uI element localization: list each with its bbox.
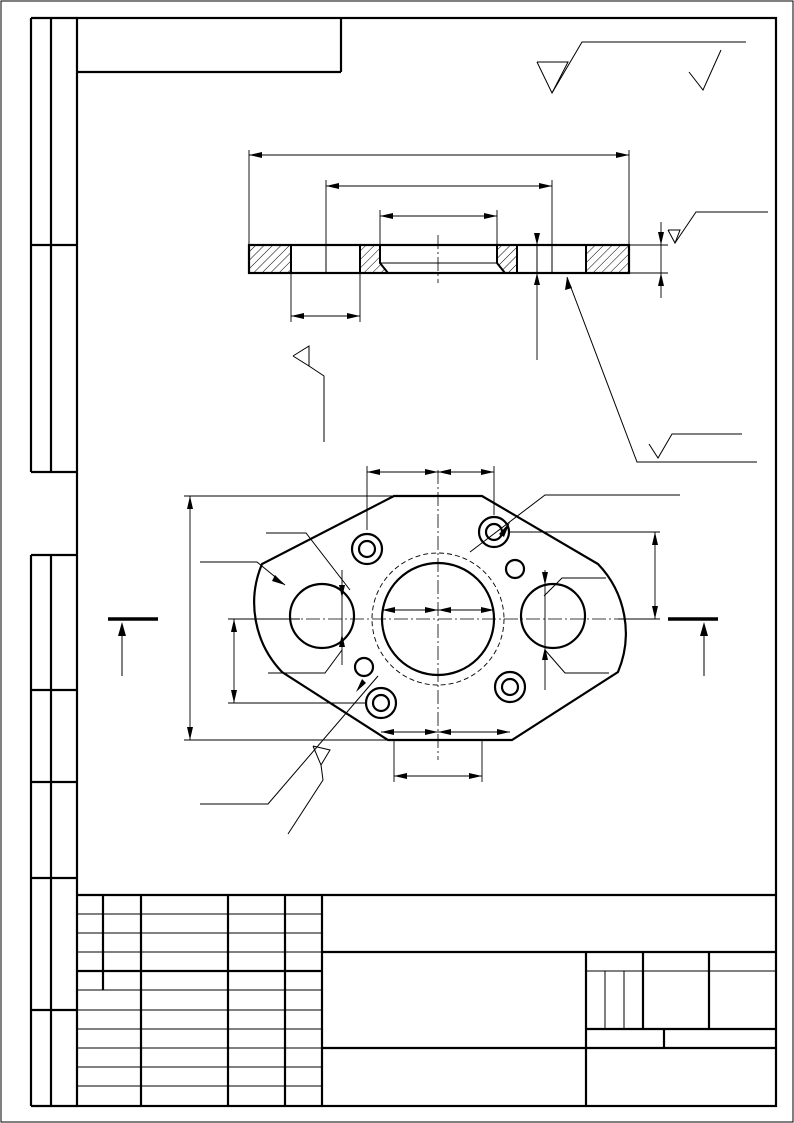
left-slot xyxy=(288,582,356,650)
plan-view xyxy=(108,466,718,835)
section-view xyxy=(247,150,768,463)
hatch-bore-left xyxy=(359,244,391,274)
hatch-right-wall xyxy=(585,244,630,274)
designation-box xyxy=(77,18,343,74)
roughness-general-symbol xyxy=(536,41,746,95)
pin-hole-left xyxy=(353,656,375,678)
section-cut-right xyxy=(668,617,718,676)
right-slot xyxy=(519,582,587,650)
section-cut-left xyxy=(108,617,158,676)
counterbored-holes xyxy=(350,515,527,720)
pin-hole-right xyxy=(504,558,526,580)
title-block xyxy=(77,893,776,1106)
drawing-border xyxy=(75,16,778,1108)
left-margin-strips xyxy=(29,16,77,1108)
hatch-bore-right xyxy=(496,244,518,274)
hatch-left-wall xyxy=(248,244,292,274)
bore-chamfer-hidden xyxy=(371,552,505,686)
central-bore xyxy=(380,561,496,677)
flange-outline xyxy=(253,494,627,742)
